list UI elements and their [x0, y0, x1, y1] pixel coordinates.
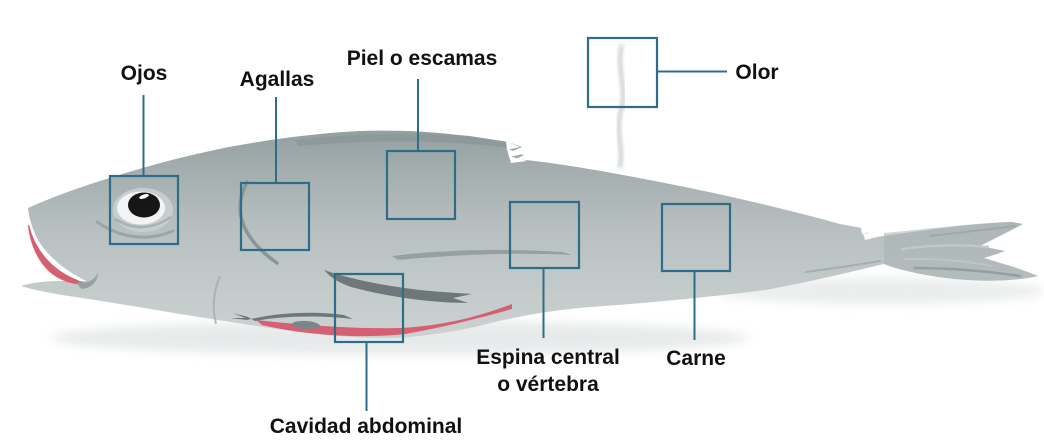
lateral-streak [392, 249, 572, 260]
dorsal-fin-stripe [295, 133, 509, 148]
highlight-box-cavidad [333, 272, 405, 344]
label-carne: Carne [666, 347, 726, 370]
operculum-line [212, 275, 221, 325]
label-espina-central: Espina central o vértebra [476, 344, 620, 398]
eye-pupil [128, 192, 160, 218]
highlight-box-carne [660, 202, 732, 273]
pelvic-fin-shadow [230, 312, 353, 321]
belly-stripe [256, 304, 512, 337]
label-espina-line2: o vértebra [497, 373, 599, 396]
label-cavidad-abdominal: Cavidad abdominal [269, 415, 463, 438]
label-piel-o-escamas: Piel o escamas [346, 47, 498, 70]
odor-smoke-wisp [615, 43, 627, 169]
tail-fin-rays [805, 225, 1022, 278]
eye-lower-rim [114, 215, 172, 229]
peduncle-notch [861, 227, 877, 240]
eye-glint [139, 194, 149, 199]
label-olor: Olor [735, 61, 779, 84]
pectoral-fin-shadow [324, 270, 472, 303]
label-agallas: Agallas [239, 68, 315, 91]
fin-shadows [230, 249, 572, 330]
callouts [108, 36, 732, 411]
cheek-arc [95, 220, 175, 239]
label-espina-line1: Espina central [476, 346, 620, 369]
fish-eye [113, 188, 173, 232]
highlight-box-piel [385, 149, 457, 221]
tail-fin [884, 222, 1038, 281]
tail-ground-shadow [715, 278, 1044, 304]
label-ojos: Ojos [120, 62, 168, 85]
fish-mouth [28, 224, 88, 285]
pelvic-fin-tip [292, 320, 320, 330]
fish-ground-shadow [50, 321, 750, 355]
dorsal-notch [506, 141, 527, 163]
mouth-corner-curl [77, 272, 98, 289]
